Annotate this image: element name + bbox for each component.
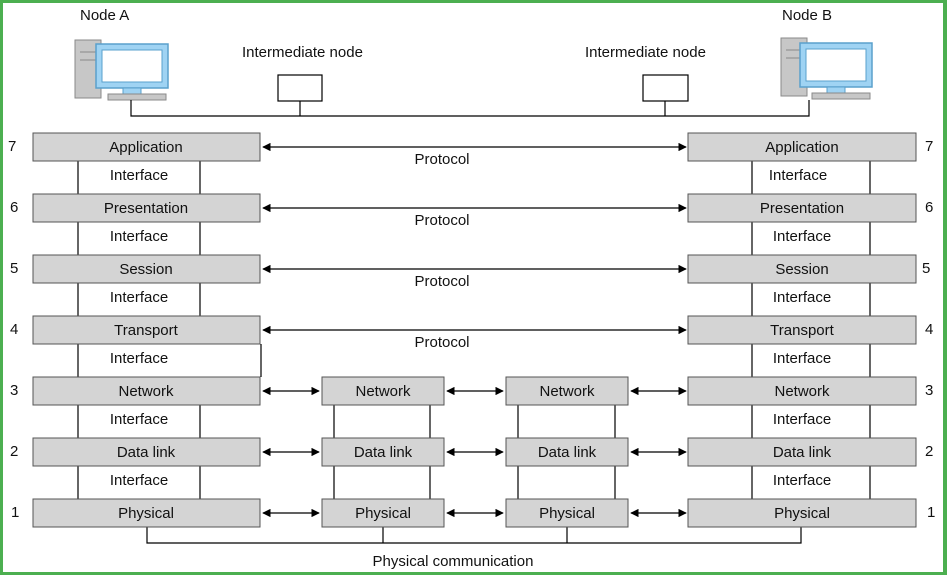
node-b-layer-4: Transport [770, 322, 834, 339]
svg-text:6: 6 [925, 199, 933, 216]
svg-text:4: 4 [10, 321, 18, 338]
svg-text:5: 5 [10, 260, 18, 277]
node-b-layer-3: Network [774, 383, 830, 400]
intermediate-2-physical: Physical [539, 505, 595, 522]
intermediate-1-physical: Physical [355, 505, 411, 522]
node-a-interface-32: Interface [110, 411, 168, 428]
intermediate-1-data-link: Data link [354, 444, 413, 461]
node-a-label: Node A [80, 7, 129, 24]
node-b-layer-1: Physical [774, 505, 830, 522]
node-a-interface-76: Interface [110, 167, 168, 184]
intermediate-node-right-box [642, 74, 689, 102]
node-a-layer-3: Network [118, 383, 174, 400]
intermediate-node-left-box [277, 74, 323, 102]
node-b-interface-32: Interface [773, 411, 831, 428]
protocol-label-4: Protocol [414, 334, 469, 351]
physical-communication-label: Physical communication [373, 553, 534, 570]
node-a-stack: Application Presentation Session Transpo… [32, 132, 261, 528]
node-a-layer-1: Physical [118, 505, 174, 522]
intermediate-1-network: Network [355, 383, 411, 400]
node-a-layer-5: Session [119, 261, 172, 278]
node-b-layer-numbers: 7 6 5 4 3 2 1 [922, 138, 935, 521]
svg-text:2: 2 [10, 443, 18, 460]
svg-text:3: 3 [10, 382, 18, 399]
node-a-layer-7: Application [109, 139, 182, 156]
protocol-label-5: Protocol [414, 273, 469, 290]
node-b-layer-5: Session [775, 261, 828, 278]
computer-a-icon [74, 39, 169, 101]
node-a-interface-65: Interface [110, 228, 168, 245]
intermediate-2-data-link: Data link [538, 444, 597, 461]
svg-text:3: 3 [925, 382, 933, 399]
svg-text:7: 7 [8, 138, 16, 155]
protocol-labels: Protocol Protocol Protocol Protocol [414, 151, 469, 351]
svg-text:2: 2 [925, 443, 933, 460]
node-b-stack: Application Presentation Session Transpo… [687, 132, 917, 528]
node-b-interface-43: Interface [773, 350, 831, 367]
network-cable [130, 100, 810, 117]
protocol-label-6: Protocol [414, 212, 469, 229]
node-b-layer-6: Presentation [760, 200, 844, 217]
intermediate-node-left-label: Intermediate node [242, 44, 363, 61]
node-a-interface-21: Interface [110, 472, 168, 489]
node-b-interface-76: Interface [769, 167, 827, 184]
physical-communication-bracket [146, 527, 802, 544]
svg-text:4: 4 [925, 321, 933, 338]
svg-text:1: 1 [11, 504, 19, 521]
node-a-interface-43: Interface [110, 350, 168, 367]
hop-arrows [262, 386, 687, 518]
svg-text:7: 7 [925, 138, 933, 155]
protocol-label-7: Protocol [414, 151, 469, 168]
node-a-layer-2: Data link [117, 444, 176, 461]
node-b-interface-21: Interface [773, 472, 831, 489]
node-a-interface-54: Interface [110, 289, 168, 306]
node-b-layer-7: Application [765, 139, 838, 156]
intermediate-stack-1: Network Data link Physical [321, 376, 445, 528]
intermediate-stack-2: Network Data link Physical [505, 376, 629, 528]
svg-text:1: 1 [927, 504, 935, 521]
interface-connectors [77, 161, 871, 499]
node-b-interface-65: Interface [773, 228, 831, 245]
node-b-layer-2: Data link [773, 444, 832, 461]
node-a-layer-4: Transport [114, 322, 178, 339]
intermediate-2-network: Network [539, 383, 595, 400]
svg-text:6: 6 [10, 199, 18, 216]
node-b-label: Node B [782, 7, 832, 24]
node-a-layer-numbers: 7 6 5 4 3 2 1 [8, 138, 19, 521]
node-a-layer-6: Presentation [104, 200, 188, 217]
node-b-interface-54: Interface [773, 289, 831, 306]
svg-text:5: 5 [922, 260, 930, 277]
computer-b-icon [780, 37, 873, 100]
intermediate-node-right-label: Intermediate node [585, 44, 706, 61]
